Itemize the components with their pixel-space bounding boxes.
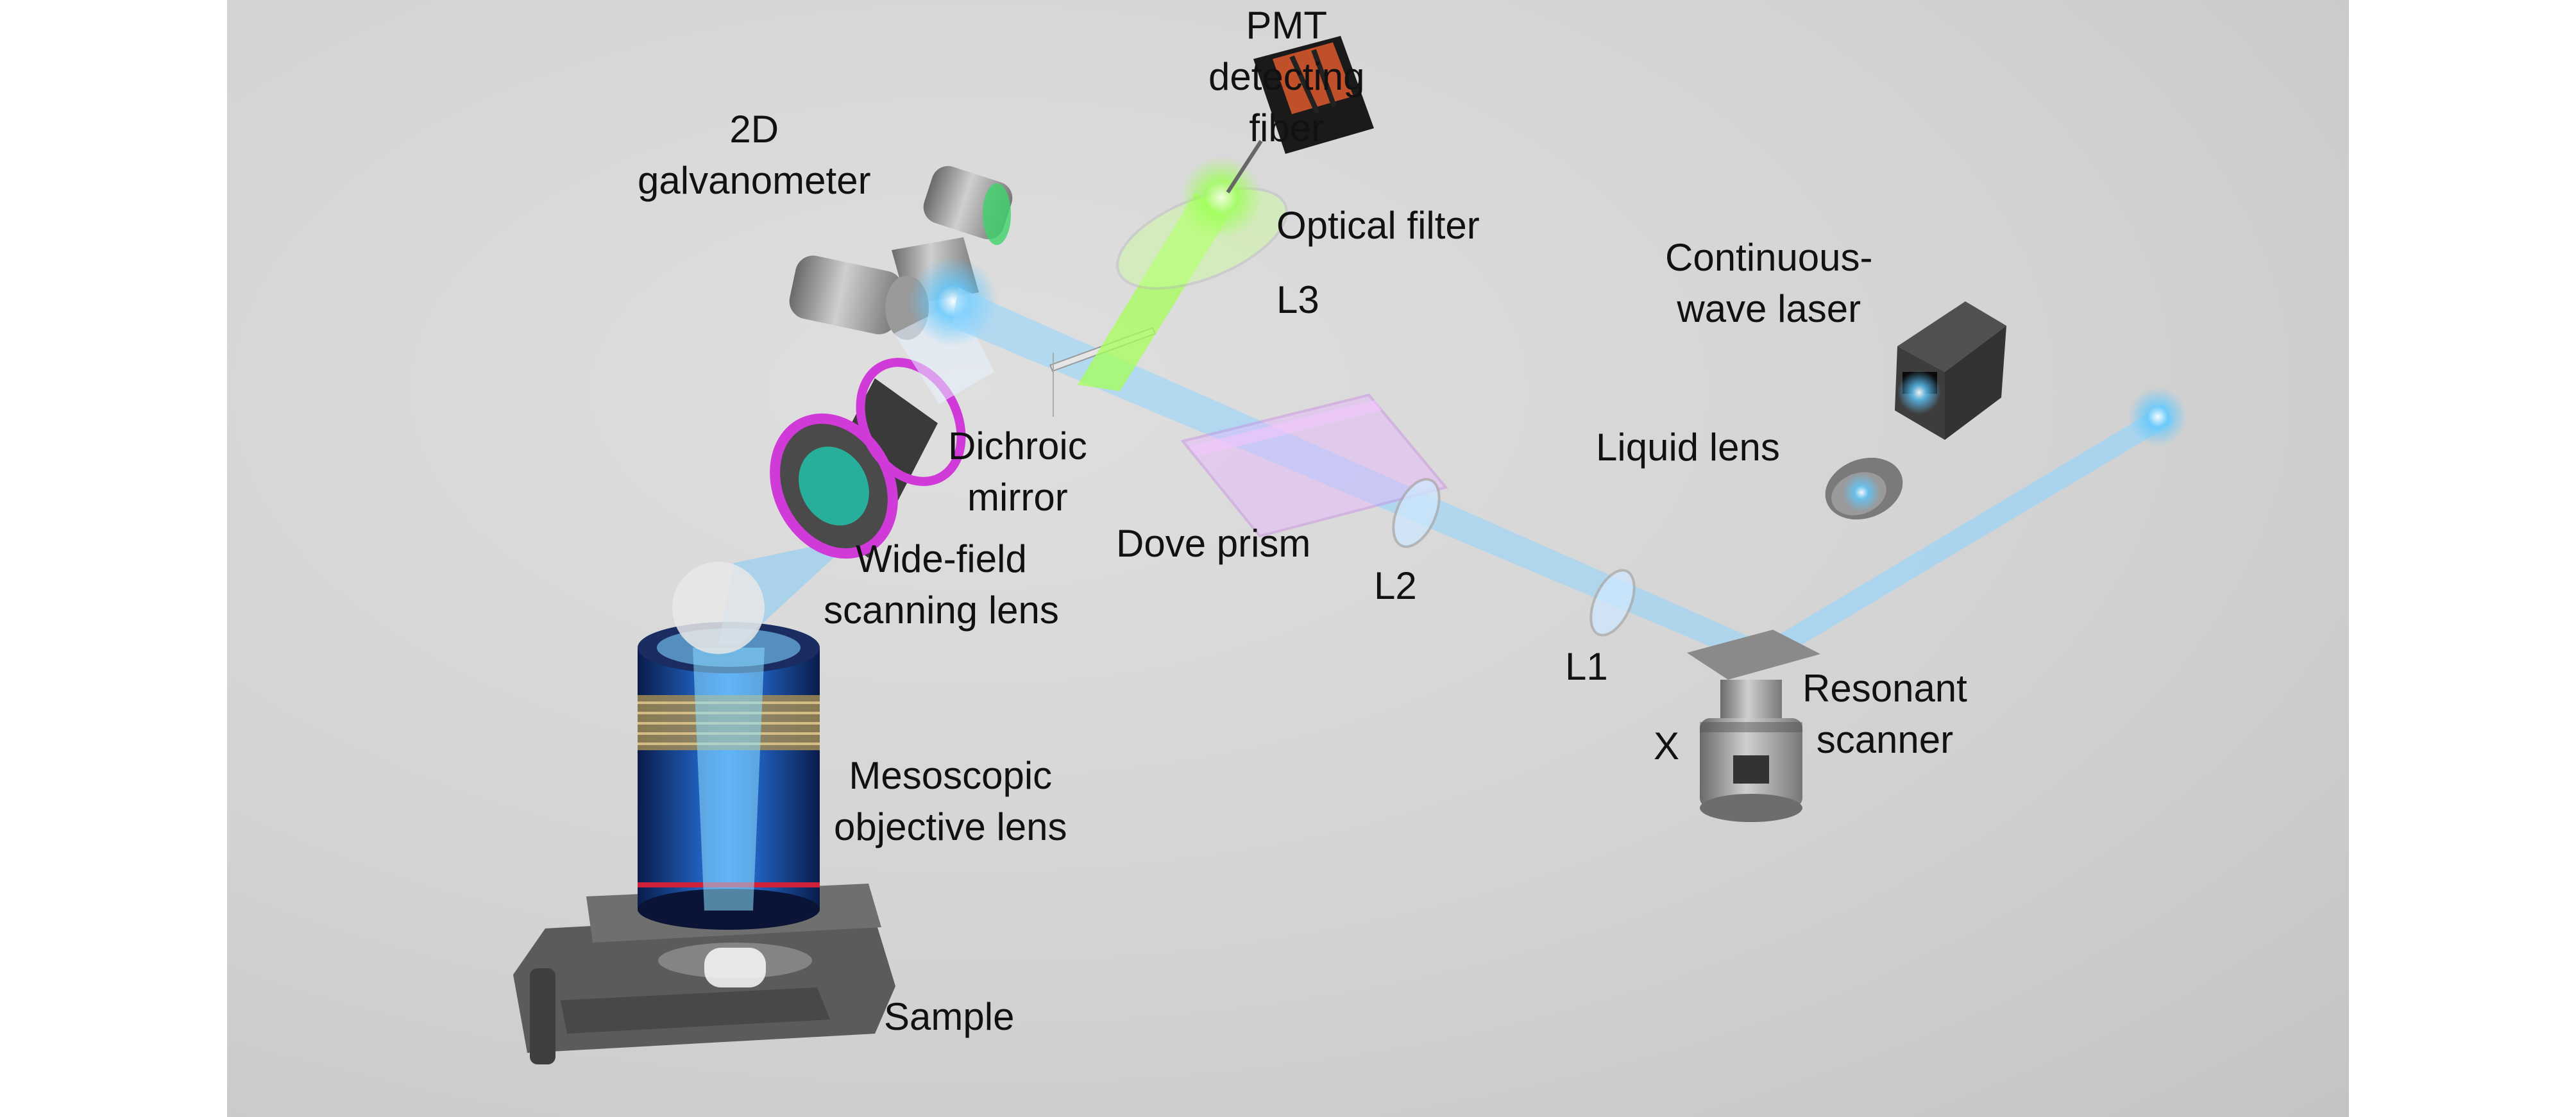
dove-prism <box>1180 393 1448 538</box>
continuous-wave-laser <box>1895 301 2006 440</box>
label-dove-prism-line1: Dove prism <box>1116 522 1311 565</box>
label-liquid-lens-line1: Liquid lens <box>1596 426 1780 469</box>
lens-l2 <box>1392 478 1441 548</box>
label-dichroic-mirror-line2: mirror <box>967 476 1068 519</box>
label-optical-filter: Optical filter <box>1276 200 1480 251</box>
label-wide-field-lens-line2: scanning lens <box>824 589 1059 632</box>
label-sample: Sample <box>884 991 1014 1043</box>
label-x: X <box>1654 721 1679 772</box>
label-resonant-scanner-line1: Resonant <box>1802 667 1967 710</box>
label-objective-lens-line2: objective lens <box>834 805 1067 848</box>
label-l2-line1: L2 <box>1374 564 1417 607</box>
label-sample-line1: Sample <box>884 995 1015 1038</box>
label-galvanometer: 2D galvanometer <box>638 104 871 206</box>
label-dichroic-mirror-line1: Dichroic <box>948 424 1087 467</box>
objective-lens <box>638 622 820 930</box>
label-l1-line1: L1 <box>1565 645 1608 688</box>
fluorescence-path <box>1078 156 1288 391</box>
label-wide-field-lens: Wide-field scanning lens <box>824 533 1059 636</box>
optical-setup-illustration <box>513 36 2187 1064</box>
label-cw-laser: Continuous- wave laser <box>1665 232 1873 335</box>
diagram-panel: PMT detecting fiber 2D galvanometer Opti… <box>227 0 2349 1117</box>
label-resonant-scanner-line2: scanner <box>1816 718 1954 761</box>
label-dove-prism: Dove prism <box>1116 518 1310 569</box>
resonant-scanner <box>1687 630 1820 822</box>
label-x-line1: X <box>1654 725 1680 768</box>
label-objective-lens: Mesoscopic objective lens <box>834 750 1067 853</box>
label-galvanometer-line2: galvanometer <box>638 159 871 202</box>
label-objective-lens-line1: Mesoscopic <box>849 754 1053 797</box>
label-liquid-lens: Liquid lens <box>1596 422 1780 473</box>
label-resonant-scanner: Resonant scanner <box>1802 663 1967 766</box>
liquid-lens <box>1825 457 1903 520</box>
label-wide-field-lens-line1: Wide-field <box>856 537 1027 580</box>
label-l3: L3 <box>1276 274 1319 326</box>
laser-beam <box>952 287 2187 663</box>
label-l1: L1 <box>1565 641 1608 693</box>
label-pmt-line1: PMT <box>1246 4 1328 47</box>
label-pmt-line3: fiber <box>1249 106 1325 149</box>
label-cw-laser-line1: Continuous- <box>1665 236 1873 279</box>
label-optical-filter-line1: Optical filter <box>1276 204 1480 247</box>
lens-l1 <box>1589 569 1636 637</box>
label-galvanometer-line1: 2D <box>729 108 779 151</box>
label-dichroic-mirror: Dichroic mirror <box>948 421 1087 523</box>
label-cw-laser-line2: wave laser <box>1677 287 1861 330</box>
wide-field-scanning-lens <box>770 358 966 559</box>
galvanometer <box>789 165 1013 404</box>
label-l3-line1: L3 <box>1276 278 1319 321</box>
pmt-detector <box>1226 36 1374 194</box>
label-pmt-line2: detecting <box>1208 55 1365 98</box>
label-pmt: PMT detecting fiber <box>1208 0 1365 154</box>
label-l2: L2 <box>1374 560 1417 612</box>
